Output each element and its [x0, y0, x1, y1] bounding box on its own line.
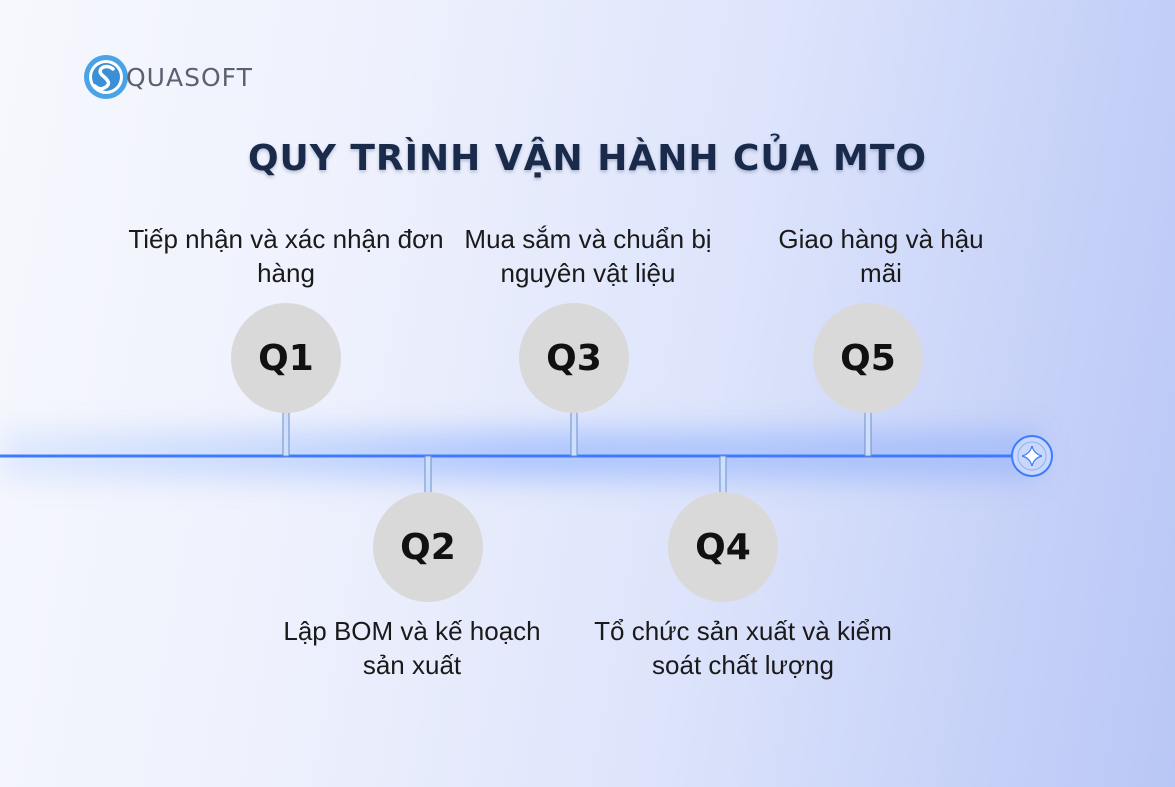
step-label-q1: Tiếp nhận và xác nhận đơn hàng [128, 224, 444, 288]
quasoft-logo-icon [84, 55, 128, 99]
connector-q2 [424, 455, 432, 497]
connector-q3 [570, 409, 578, 457]
step-label-q4: Tổ chức sản xuất và kiểm soát chất lượng [594, 616, 892, 680]
connector-q1 [282, 409, 290, 457]
step-node-q2: Q2 [373, 492, 483, 602]
brand-name: QUASOFT [126, 62, 253, 92]
step-label-q2: Lập BOM và kế hoạch sản xuất [283, 616, 541, 680]
step-node-q5: Q5 [813, 303, 923, 413]
connector-q5 [864, 409, 872, 457]
step-node-q1: Q1 [231, 303, 341, 413]
connector-q4 [719, 455, 727, 497]
sparkle-icon [1011, 435, 1053, 477]
step-node-q4: Q4 [668, 492, 778, 602]
step-label-q5: Giao hàng và hậu mãi [778, 224, 984, 288]
step-node-q3: Q3 [519, 303, 629, 413]
step-label-q3: Mua sắm và chuẩn bị nguyên vật liệu [464, 224, 712, 288]
page-title: QUY TRÌNH VẬN HÀNH CỦA MTO [247, 138, 928, 179]
brand-logo: QUASOFT [82, 53, 253, 101]
